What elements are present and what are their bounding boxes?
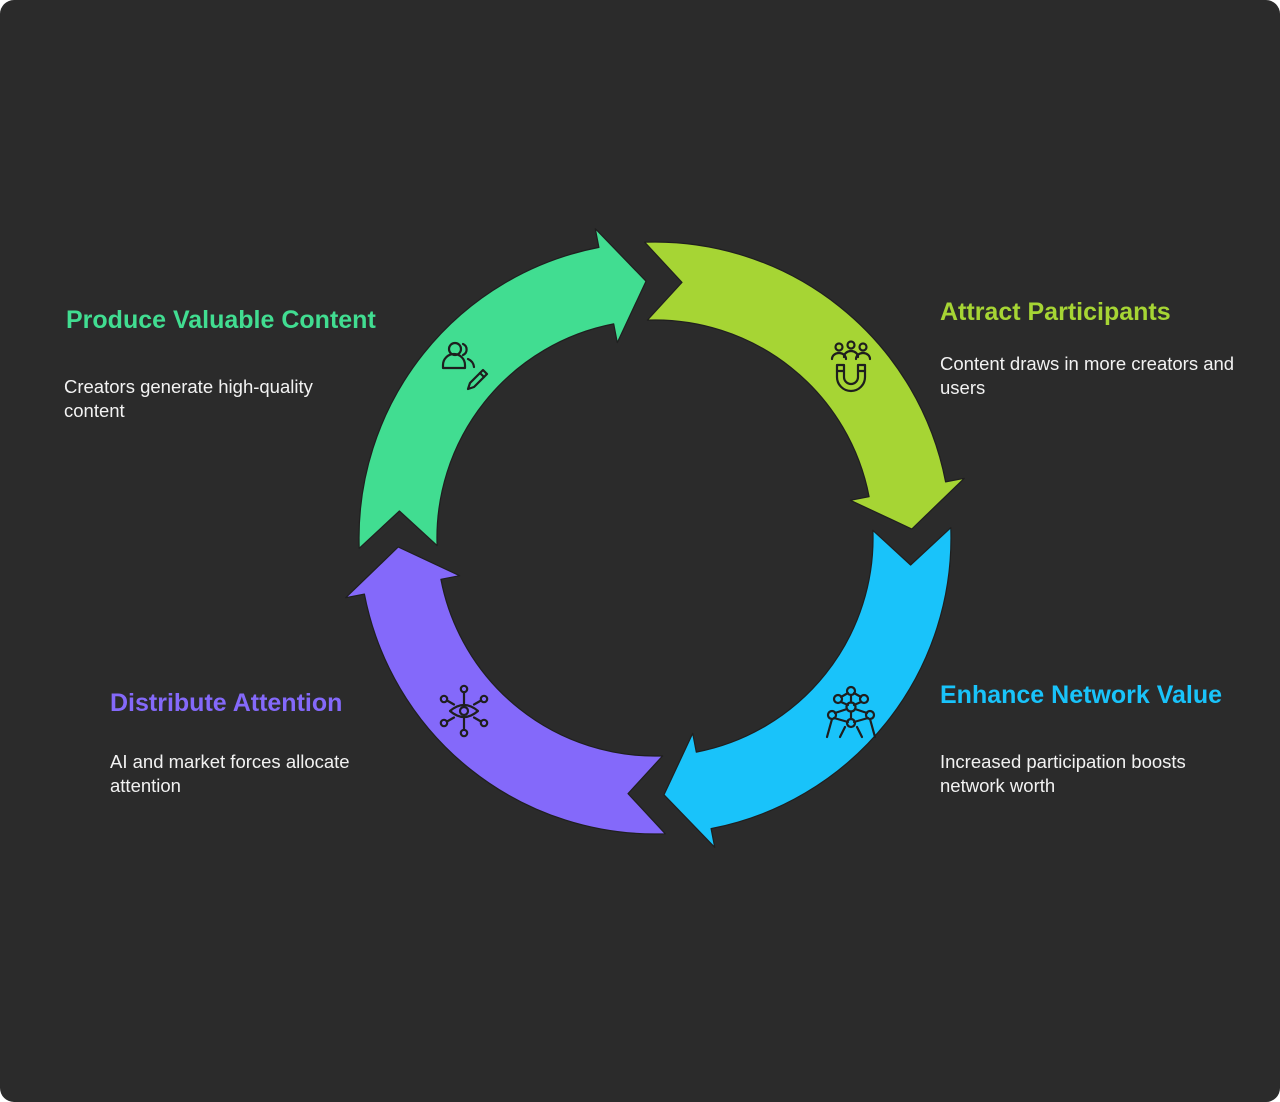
produce-title: Produce Valuable Content <box>66 306 376 334</box>
eye-network-icon <box>436 683 492 739</box>
people-magnet-icon <box>823 337 879 393</box>
enhance-description: Increased participation boosts network w… <box>940 751 1186 796</box>
users-pencil-icon <box>436 335 492 391</box>
arrow-distribute <box>345 546 666 835</box>
attract-description: Content draws in more creators and users <box>940 353 1235 398</box>
arrow-attract <box>644 241 965 530</box>
distribute-description: AI and market forces allocate attention <box>110 751 350 796</box>
attract-title: Attract Participants <box>940 298 1171 326</box>
atomium-network-icon <box>823 683 879 739</box>
arrow-produce <box>358 228 647 549</box>
produce-description: Creators generate high-quality content <box>64 376 313 421</box>
distribute-title: Distribute Attention <box>110 689 343 717</box>
arrow-enhance <box>663 527 952 848</box>
enhance-title: Enhance Network Value <box>940 681 1223 709</box>
